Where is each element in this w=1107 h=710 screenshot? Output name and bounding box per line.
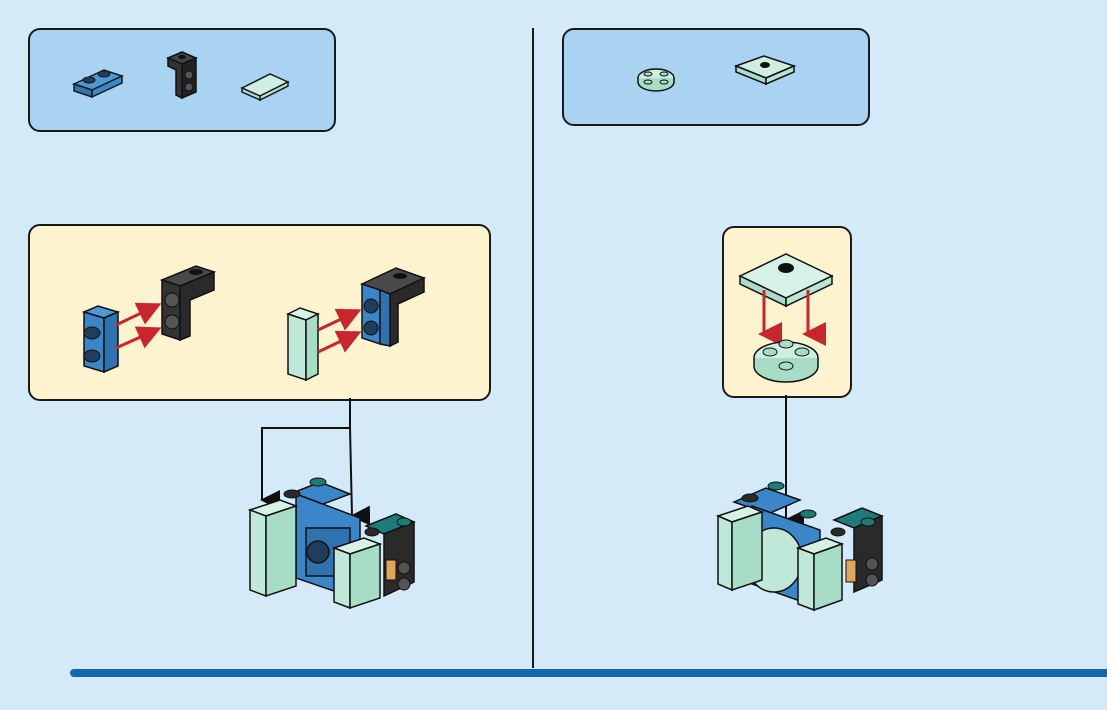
page-footer-bar	[70, 669, 1107, 677]
trans-square-plate-part	[740, 254, 832, 306]
model-assembly-right	[718, 482, 882, 610]
trans-round-plate-part	[754, 340, 818, 382]
